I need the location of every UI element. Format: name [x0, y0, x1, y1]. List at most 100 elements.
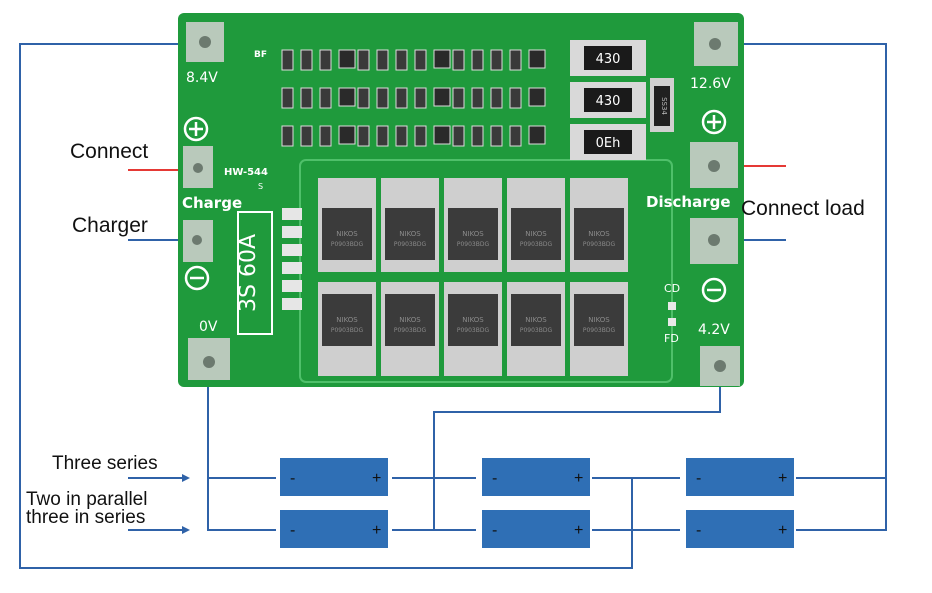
mosfet-body [448, 294, 498, 346]
mosfet-body [385, 208, 435, 260]
smd-component-1-11 [490, 87, 503, 109]
terminal-8v4 [199, 36, 211, 48]
label-8v4: 8.4V [186, 70, 218, 86]
terminal-discharge-minus [708, 234, 720, 246]
battery-plus-label: + [372, 522, 381, 539]
annotation-connect: Connect [70, 140, 148, 163]
mosfet-part: P0903BDG [457, 241, 490, 248]
led-fd [668, 318, 676, 326]
mosfet-part: P0903BDG [583, 241, 616, 248]
wire-12v6-loop [717, 43, 887, 479]
discharge-plus-symbol [701, 109, 727, 135]
resistor-2-label: 430 [596, 94, 621, 109]
battery-body [686, 510, 794, 548]
terminal-discharge-plus [708, 160, 720, 172]
battery-plus-label: + [778, 522, 787, 539]
mosfet-part: P0903BDG [520, 241, 553, 248]
label-12v6: 12.6V [690, 76, 731, 92]
mosfet-mark: NIKOS [588, 316, 610, 324]
mosfet-part: P0903BDG [394, 327, 427, 334]
smd-component-2-4 [357, 125, 370, 147]
smd-component-0-5 [376, 49, 389, 71]
mosfet-part: P0903BDG [583, 327, 616, 334]
battery-body [482, 510, 590, 548]
diode: SS34 [650, 78, 674, 132]
smd-component-2-5 [376, 125, 389, 147]
annotation-charger: Charger [72, 214, 148, 237]
smd-component-2-7 [414, 125, 427, 147]
mosfet-mark: NIKOS [525, 316, 547, 324]
annotation-three-series: Three series [52, 453, 158, 474]
battery-cell-0-0: -+ [280, 458, 388, 496]
polarity-markings [183, 109, 727, 303]
smd-component-2-13 [528, 125, 546, 145]
terminal-charge-minus [192, 235, 202, 245]
mosfet-mark: NIKOS [399, 316, 421, 324]
mosfet-part: P0903BDG [520, 327, 553, 334]
smd-component-0-3 [338, 49, 356, 69]
smd-component-2-9 [452, 125, 465, 147]
mosfet-body [574, 294, 624, 346]
smd-component-1-6 [395, 87, 408, 109]
label-model: HW-544 [224, 167, 268, 178]
smd-component-2-0 [281, 125, 294, 147]
mosfet-mark: NIKOS [462, 316, 484, 324]
mosfet-mark: NIKOS [399, 230, 421, 238]
smd-component-0-10 [471, 49, 484, 71]
wire-4v2 [433, 372, 721, 530]
battery-plus-label: + [778, 470, 787, 487]
battery-plus-label: + [372, 470, 381, 487]
arrow-parallel [182, 526, 190, 534]
diode-label: SS34 [660, 97, 668, 115]
wire-8v4-loop [19, 43, 633, 569]
mosfet-mark: NIKOS [336, 316, 358, 324]
bms-board: 430 430 0Eh SS34 NIKOSP0903BDGNIKOSP0903… [178, 13, 744, 387]
smd-component-0-13 [528, 49, 546, 69]
smd-side-4 [282, 280, 302, 292]
battery-plus-label: + [574, 470, 583, 487]
label-cd: CD [664, 282, 680, 295]
mosfet-1-1: NIKOS P0903BDG [381, 282, 439, 376]
resistor-1-label: 430 [596, 52, 621, 67]
smd-component-0-12 [509, 49, 522, 71]
smd-component-0-1 [300, 49, 313, 71]
smd-component-2-10 [471, 125, 484, 147]
smd-component-0-9 [452, 49, 465, 71]
terminal-12v6 [709, 38, 721, 50]
mosfet-mark: NIKOS [462, 230, 484, 238]
battery-minus-label: - [290, 470, 295, 487]
rating-label: 3S 60A [236, 234, 261, 312]
label-bf: BF [254, 50, 267, 60]
charge-minus-symbol [184, 265, 210, 291]
battery-cell-0-2: -+ [686, 458, 794, 496]
mosfet-mark: NIKOS [525, 230, 547, 238]
mosfet-0-3: NIKOS P0903BDG [507, 178, 565, 272]
battery-minus-label: - [492, 522, 497, 539]
smd-component-2-3 [338, 125, 356, 145]
label-discharge: Discharge [646, 193, 731, 211]
mosfet-body [385, 294, 435, 346]
battery-body [686, 458, 794, 496]
battery-cell-1-2: -+ [686, 510, 794, 548]
battery-cell-0-1: -+ [482, 458, 590, 496]
mosfet-body [511, 208, 561, 260]
smd-side-1 [282, 226, 302, 238]
mosfet-1-0: NIKOS P0903BDG [318, 282, 376, 376]
terminal-4v2 [714, 360, 726, 372]
smd-side-5 [282, 298, 302, 310]
mosfet-part: P0903BDG [331, 327, 364, 334]
smd-component-2-6 [395, 125, 408, 147]
mosfet-mark: NIKOS [588, 230, 610, 238]
mosfet-0-4: NIKOS P0903BDG [570, 178, 628, 272]
smd-component-0-4 [357, 49, 370, 71]
mosfet-array: NIKOS P0903BDG NIKOS P0903BDG NIKOS P0903BDG N… [318, 178, 628, 376]
led-cd [668, 302, 676, 310]
smd-component-1-8 [433, 87, 451, 107]
smd-component-0-0 [281, 49, 294, 71]
battery-pack: -+-+-+-+-+-+ [280, 458, 794, 548]
battery-cell-1-0: -+ [280, 510, 388, 548]
smd-component-1-13 [528, 87, 546, 107]
